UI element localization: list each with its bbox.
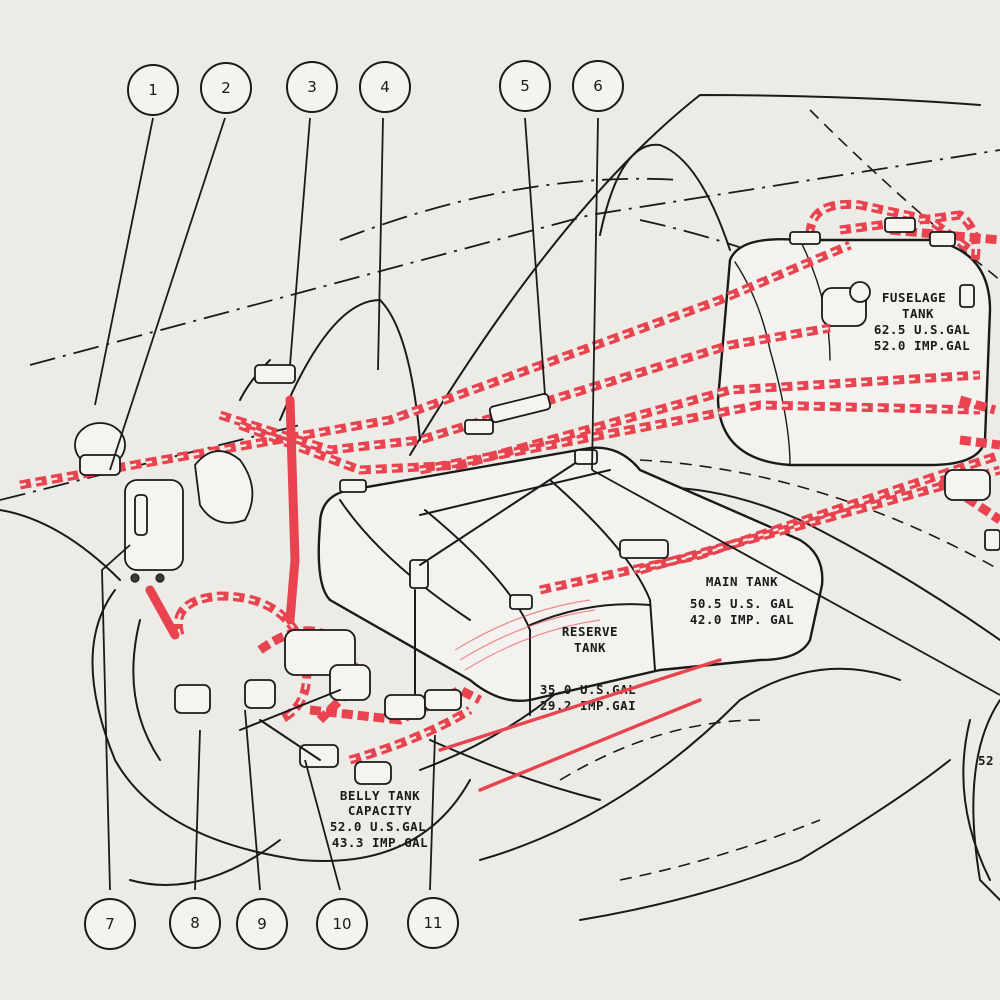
fuel-lines — [19, 199, 1000, 792]
fuel-strainer — [124, 479, 184, 571]
svg-text:3: 3 — [307, 78, 317, 96]
svg-text:11: 11 — [423, 914, 442, 932]
tank-selector-valve — [488, 392, 552, 424]
svg-text:1: 1 — [148, 81, 158, 99]
callout-3: 3 — [286, 61, 338, 113]
fuselage-tank: FUSELAGE TANK 62.5 U.S.GAL 52.0 IMP.GAL — [716, 238, 992, 467]
belly-tank-gal-imp: 43.3 IMP.GAL — [332, 835, 428, 850]
callout-6: 6 — [572, 60, 624, 112]
callout-10: 10 — [316, 898, 368, 950]
components — [74, 217, 1000, 785]
reserve-tank-label-1: RESERVE — [562, 624, 618, 639]
belly-tank-label-2: CAPACITY — [348, 803, 412, 818]
callout-1: 1 — [127, 64, 179, 116]
reserve-tank-label-2: TANK — [574, 640, 606, 655]
fuselage-tank-label-2: TANK — [902, 306, 934, 321]
reserve-tank-gal-imp: 29.2 IMP.GAI — [540, 698, 636, 713]
belly-tank: BELLY TANK CAPACITY 52.0 U.S.GAL 43.3 IM… — [330, 788, 428, 850]
primer-valve — [254, 364, 296, 384]
callout-8: 8 — [169, 897, 221, 949]
callout-11: 11 — [407, 897, 459, 949]
svg-text:5: 5 — [520, 77, 530, 95]
main-tank-gal-us: 50.5 U.S. GAL — [690, 596, 794, 611]
svg-text:4: 4 — [380, 78, 390, 96]
callout-7: 7 — [84, 898, 136, 950]
shutoff-valve — [174, 684, 211, 714]
callout-4: 4 — [359, 61, 411, 113]
belly-tank-gal-us: 52.0 U.S.GAL — [330, 819, 426, 834]
callout-9: 9 — [236, 898, 288, 950]
edge-fragment-text: 52 — [978, 753, 994, 768]
belly-tank-valve-cluster — [284, 629, 356, 676]
svg-text:10: 10 — [332, 915, 351, 933]
reserve-tank-gal-us: 35.0 U.S.GAL — [540, 682, 636, 697]
main-tank-gal-imp: 42.0 IMP. GAL — [690, 612, 794, 627]
leader-lines — [94, 117, 1000, 891]
fuselage-tank-label-1: FUSELAGE — [882, 290, 946, 305]
belly-tank-label-1: BELLY TANK — [340, 788, 420, 803]
main-tank-label: MAIN TANK — [706, 574, 778, 589]
engine-pump — [194, 450, 254, 524]
svg-text:9: 9 — [257, 915, 267, 933]
drain-valve — [409, 559, 429, 589]
wing-tanks: RESERVE TANK 35.0 U.S.GAL 29.2 IMP.GAI M… — [317, 446, 824, 716]
aircraft-outline — [0, 94, 1000, 921]
callout-5: 5 — [499, 60, 551, 112]
callout-2: 2 — [200, 62, 252, 114]
svg-text:7: 7 — [105, 915, 115, 933]
svg-text:8: 8 — [190, 914, 200, 932]
fuselage-tank-gal-us: 62.5 U.S.GAL — [874, 322, 970, 337]
svg-text:2: 2 — [221, 79, 231, 97]
fuselage-tank-gal-imp: 52.0 IMP.GAL — [874, 338, 970, 353]
svg-text:6: 6 — [593, 77, 603, 95]
callouts: 1 2 3 4 5 6 7 8 9 10 11 — [84, 60, 624, 950]
